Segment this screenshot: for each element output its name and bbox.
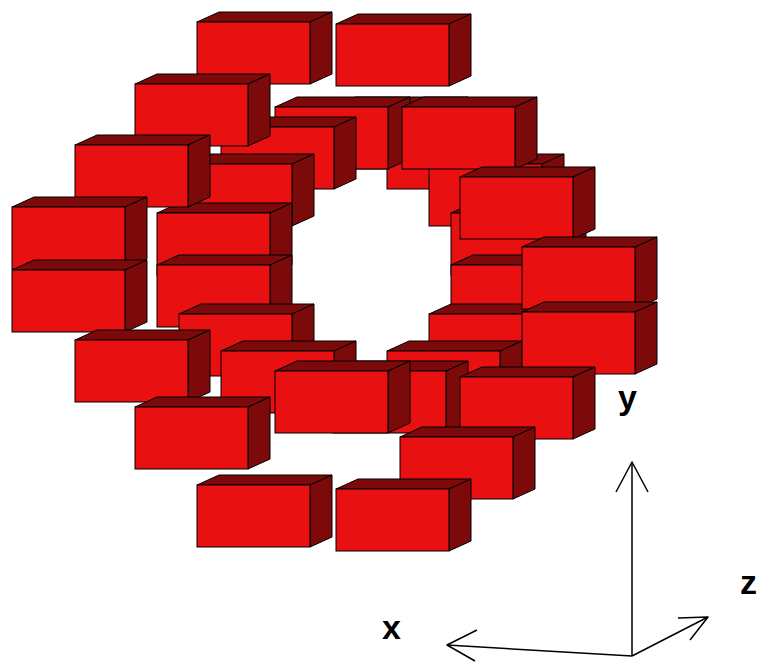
axes: [447, 462, 708, 661]
axis-label: z: [740, 565, 757, 599]
front-ring: [12, 12, 657, 551]
axis-label: y: [618, 380, 637, 414]
axis-label: x: [382, 610, 401, 644]
